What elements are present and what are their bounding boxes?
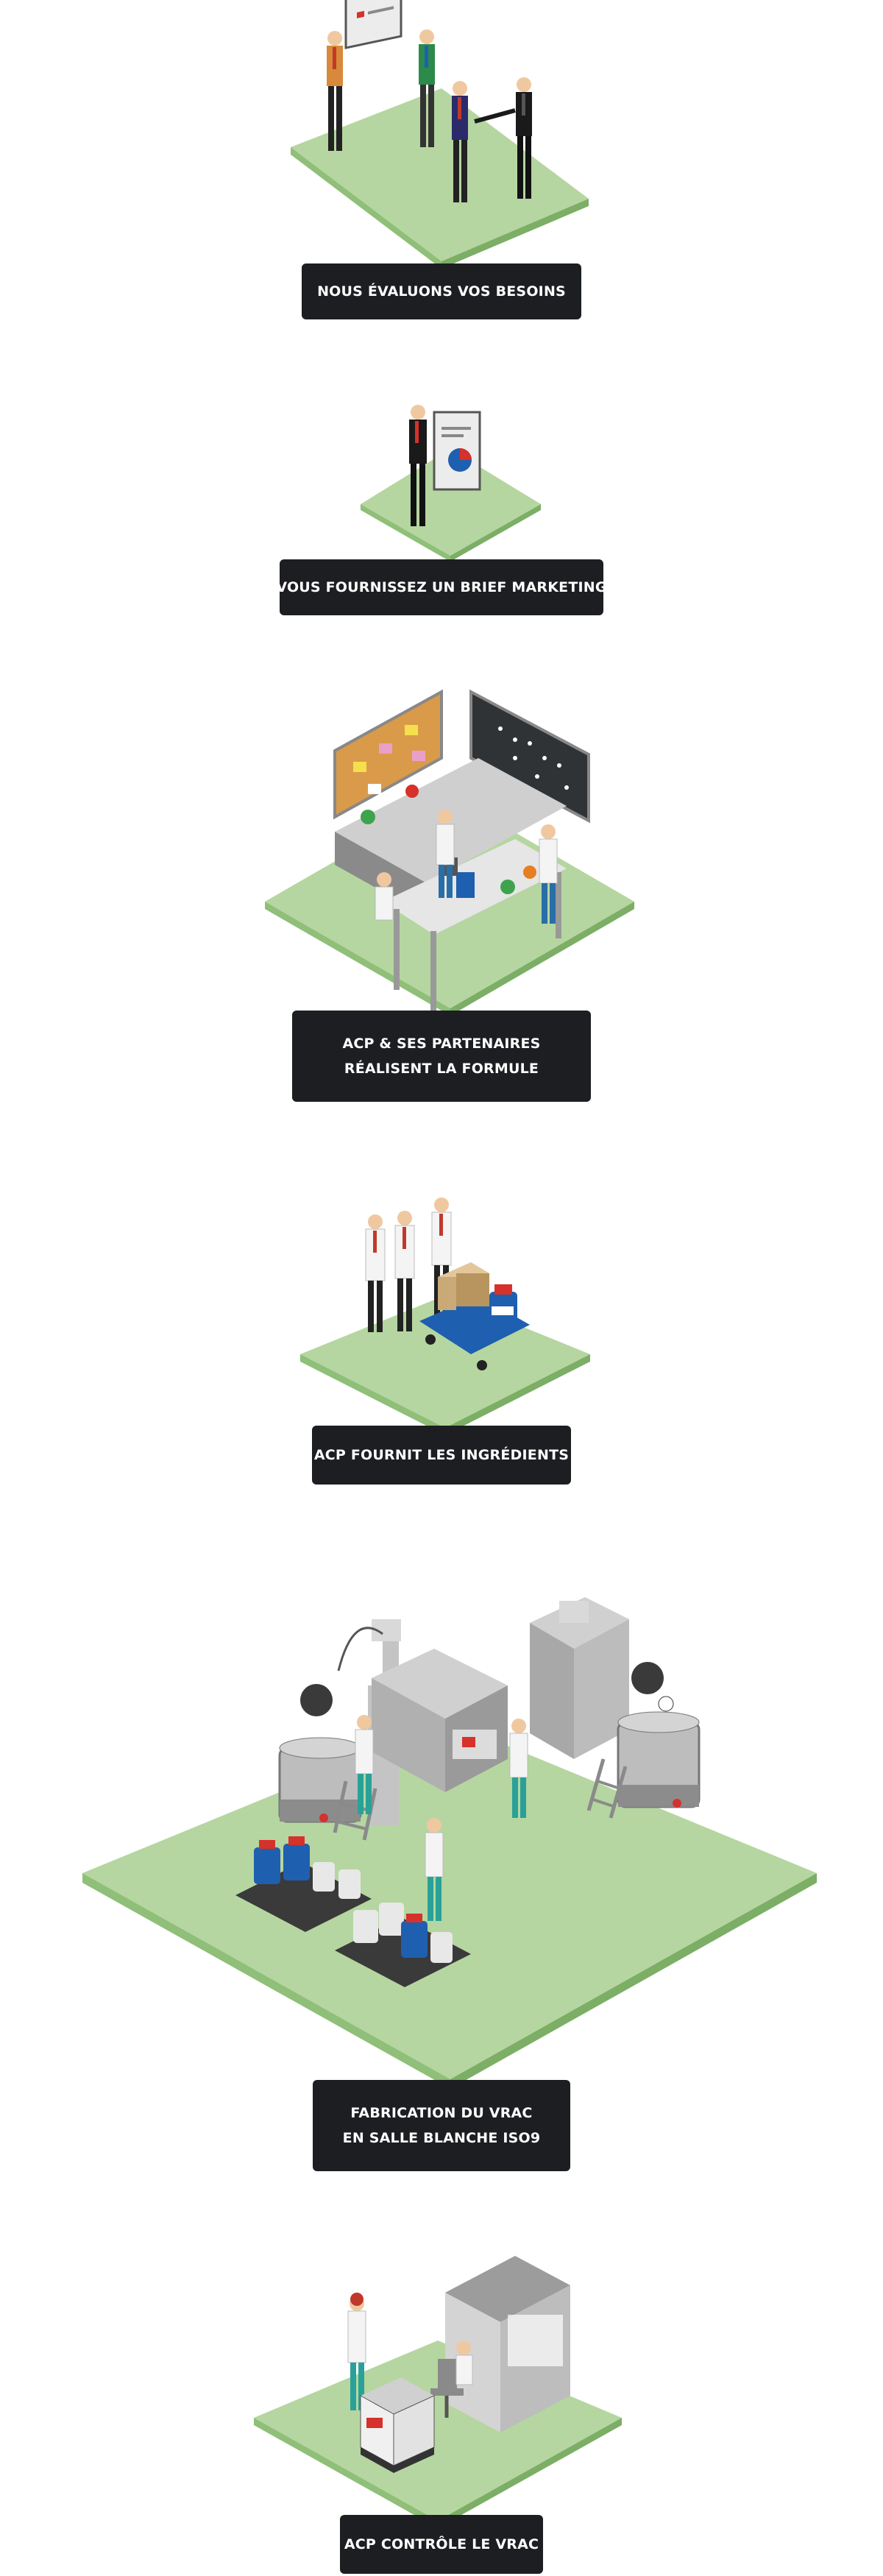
step-manufacturing: FABRICATION DU VRAC EN SALLE BLANCHE ISO… bbox=[0, 1538, 883, 2201]
platform-side bbox=[450, 902, 634, 1016]
platform-side bbox=[445, 1354, 590, 1435]
step-label: VOUS FOURNISSEZ UN BRIEF MARKETING bbox=[276, 559, 606, 615]
quality-control-illustration bbox=[254, 2256, 622, 2528]
chalkboard-icon bbox=[469, 689, 590, 824]
platform-top bbox=[361, 449, 541, 556]
step-label-line: NOUS ÉVALUONS VOS BESOINS bbox=[317, 283, 566, 300]
step-label-line: ACP FOURNIT LES INGRÉDIENTS bbox=[313, 1447, 570, 1463]
scientist-icon bbox=[539, 824, 558, 924]
ladder-icon bbox=[586, 1758, 628, 1819]
step-label-line: FABRICATION DU VRAC bbox=[350, 2105, 533, 2121]
ladder-icon bbox=[333, 1780, 377, 1841]
step-label-line: EN SALLE BLANCHE ISO9 bbox=[342, 2130, 541, 2146]
step-label-line: VOUS FOURNISSEZ UN BRIEF MARKETING bbox=[276, 579, 607, 595]
presentation-board-icon bbox=[433, 411, 481, 491]
step-label-line: RÉALISENT LA FORMULE bbox=[344, 1061, 539, 1077]
machine-icon bbox=[372, 1649, 508, 1792]
pallet-icon bbox=[235, 1836, 372, 1932]
operator-icon bbox=[425, 1818, 444, 1921]
step-brief: VOUS FOURNISSEZ UN BRIEF MARKETING bbox=[0, 383, 883, 626]
laboratory-illustration bbox=[265, 689, 634, 1016]
step-formula: ACP & SES PARTENAIRES RÉALISENT LA FORMU… bbox=[0, 673, 883, 1130]
platform-side bbox=[82, 1873, 450, 2089]
platform-side bbox=[442, 199, 589, 269]
person-icon bbox=[327, 31, 343, 151]
cleanroom-illustration bbox=[82, 1597, 817, 2089]
step-control: ACP CONTRÔLE LE VRAC bbox=[0, 2237, 883, 2576]
step-ingredients: ACP FOURNIT LES INGRÉDIENTS bbox=[0, 1189, 883, 1498]
ingredients-illustration bbox=[300, 1197, 590, 1435]
step-label-line: ACP & SES PARTENAIRES bbox=[342, 1036, 541, 1052]
platform-side bbox=[300, 1354, 445, 1435]
scientist-icon bbox=[436, 810, 455, 898]
machine-icon bbox=[530, 1597, 629, 1759]
step-label: ACP FOURNIT LES INGRÉDIENTS bbox=[312, 1426, 571, 1485]
platform-side bbox=[291, 147, 442, 269]
step-label: NOUS ÉVALUONS VOS BESOINS bbox=[302, 263, 581, 319]
person-icon bbox=[419, 29, 435, 147]
platform-side bbox=[438, 2418, 622, 2528]
platform-side bbox=[254, 2418, 438, 2528]
step-label: ACP & SES PARTENAIRES RÉALISENT LA FORMU… bbox=[292, 1011, 591, 1102]
step-evaluate: NOUS ÉVALUONS VOS BESOINS bbox=[0, 0, 883, 339]
person-icon bbox=[409, 405, 427, 526]
person-icon bbox=[474, 77, 532, 199]
platform-side bbox=[265, 902, 450, 1016]
platform-side bbox=[450, 504, 541, 562]
cart-icon bbox=[419, 1262, 530, 1370]
meeting-illustration bbox=[291, 0, 589, 269]
pallet-icon bbox=[335, 1903, 471, 1987]
platform-side bbox=[450, 1873, 817, 2089]
technician-icon bbox=[455, 2340, 473, 2385]
scientist-icon bbox=[394, 1211, 415, 1331]
operator-icon bbox=[355, 1715, 374, 1814]
ibc-tank-icon bbox=[360, 2377, 435, 2473]
step-label: FABRICATION DU VRAC EN SALLE BLANCHE ISO… bbox=[313, 2080, 570, 2171]
reactor-icon bbox=[617, 1662, 701, 1808]
person-icon bbox=[452, 81, 468, 202]
scientist-icon bbox=[375, 872, 394, 921]
platform-top bbox=[291, 88, 589, 261]
step-label-line: ACP CONTRÔLE LE VRAC bbox=[344, 2536, 539, 2552]
platform-top bbox=[82, 1722, 817, 2079]
clipboard-icon bbox=[344, 0, 403, 49]
scientist-icon bbox=[365, 1214, 386, 1332]
brief-illustration bbox=[361, 405, 541, 562]
operator-icon bbox=[509, 1719, 528, 1818]
chair-icon bbox=[430, 2359, 464, 2418]
step-label: ACP CONTRÔLE LE VRAC bbox=[340, 2515, 543, 2574]
platform-side bbox=[361, 504, 450, 562]
corkboard-icon bbox=[333, 689, 443, 820]
scientist-icon bbox=[347, 2293, 366, 2410]
